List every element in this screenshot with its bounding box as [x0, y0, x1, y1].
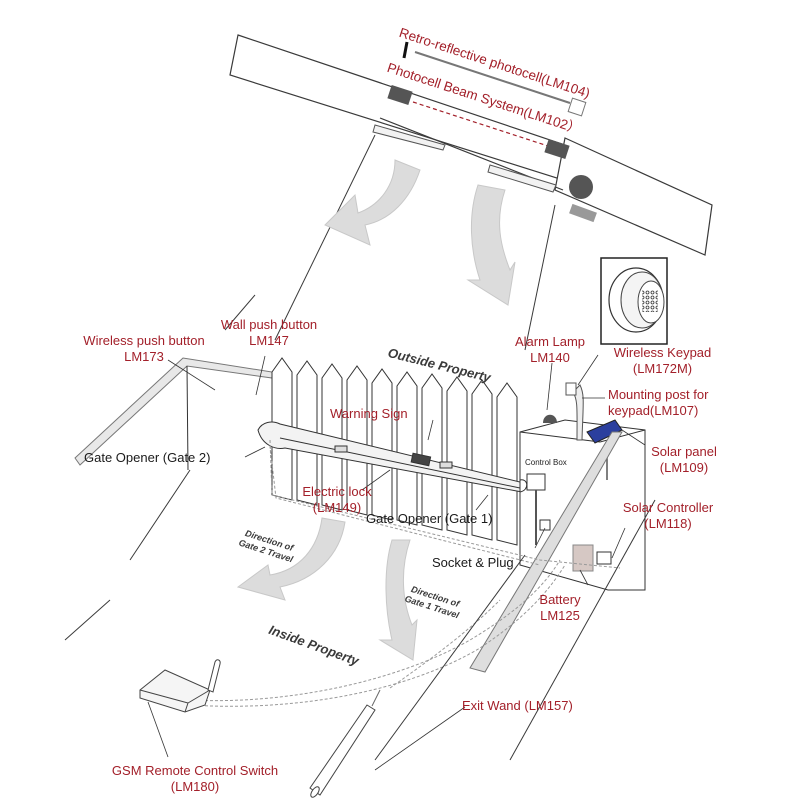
label-wireless-keypad-line1: Wireless Keypad — [613, 345, 712, 360]
label-solar-controller-line1: Solar Controller — [622, 500, 714, 515]
plan-view-openers — [372, 124, 557, 193]
label-wall-push-button-line1: Wall push button — [220, 317, 318, 332]
label-battery-line2: LM125 — [540, 608, 580, 623]
label-wireless-push-button-line2: LM173 — [124, 349, 164, 364]
label-gate-opener-1: Gate Opener (Gate 1) — [366, 511, 493, 526]
label-wireless-push-button: Wireless push button LM173 — [70, 333, 218, 365]
label-electric-lock-line1: Electric lock — [302, 484, 372, 499]
label-battery-line1: Battery — [539, 592, 581, 607]
inside-property-lines — [64, 469, 656, 761]
swing-arrows-top — [324, 159, 516, 306]
wall-right-segment — [554, 137, 713, 256]
label-alarm-lamp-line2: LM140 — [530, 350, 570, 365]
label-mounting-post-line1: Mounting post for — [608, 387, 709, 402]
retro-reflective-photocell — [402, 41, 587, 117]
exit-wand-device — [309, 689, 381, 798]
swing-arrows-inside — [236, 517, 418, 661]
label-solar-panel-line1: Solar panel — [651, 444, 717, 459]
label-gate-opener-2: Gate Opener (Gate 2) — [84, 450, 211, 465]
label-electric-lock-line2: (LM149) — [312, 500, 362, 515]
label-wall-push-button-line2: LM147 — [249, 333, 289, 348]
label-wall-push-button: Wall push button LM147 — [208, 317, 330, 349]
gate-stop — [569, 203, 597, 223]
label-gsm-remote-switch-line1: GSM Remote Control Switch — [111, 763, 279, 778]
leader-lines — [147, 354, 646, 771]
label-alarm-lamp: Alarm Lamp LM140 — [505, 334, 595, 366]
label-mounting-post-line2: keypad(LM107) — [608, 403, 699, 418]
label-warning-sign: Warning Sign — [330, 406, 408, 421]
top-wall — [229, 34, 713, 256]
label-wireless-keypad: Wireless Keypad (LM172M) — [600, 345, 725, 377]
label-wireless-push-button-line1: Wireless push button — [83, 333, 205, 348]
label-solar-panel: Solar panel (LM109) — [644, 444, 724, 476]
battery — [572, 544, 594, 572]
right-side-wall — [469, 431, 623, 673]
alarm-lamp — [543, 414, 557, 423]
label-exit-wand: Exit Wand (LM157) — [462, 698, 573, 713]
gsm-switch-device — [139, 659, 221, 713]
label-solar-controller: Solar Controller (LM118) — [612, 500, 724, 532]
label-gsm-remote-switch: GSM Remote Control Switch (LM180) — [92, 763, 298, 795]
label-alarm-lamp-line1: Alarm Lamp — [514, 334, 586, 349]
post-cap — [569, 175, 593, 199]
keypad-inset — [600, 257, 668, 345]
control-box-device — [519, 473, 546, 545]
label-socket-plug: Socket & Plug — [432, 555, 514, 570]
label-gsm-remote-switch-line2: (LM180) — [170, 779, 220, 794]
label-control-box: Control Box — [525, 458, 567, 467]
solar-controller — [596, 551, 612, 565]
photocell-beam-system — [387, 84, 570, 160]
dashed-cables — [189, 439, 621, 707]
label-battery: Battery LM125 — [530, 592, 590, 624]
mounting-post — [565, 382, 584, 441]
driveway-lines — [224, 134, 556, 351]
label-wireless-keypad-line2: (LM172M) — [632, 361, 693, 376]
label-solar-panel-line2: (LM109) — [659, 460, 709, 475]
label-solar-controller-line2: (LM118) — [644, 516, 692, 531]
label-mounting-post: Mounting post for keypad(LM107) — [608, 387, 708, 419]
label-electric-lock: Electric lock (LM149) — [294, 484, 380, 516]
socket — [539, 519, 551, 531]
